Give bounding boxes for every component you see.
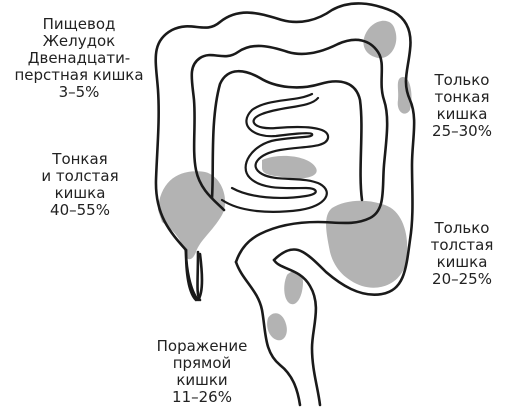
label-rectum-line-2: прямой bbox=[172, 354, 232, 372]
small-intestine bbox=[220, 92, 330, 213]
inner-arch bbox=[210, 69, 364, 202]
label-upper-gi-line-1: Пищевод bbox=[42, 15, 116, 33]
label-small-and-large-line-2: и толстая bbox=[41, 167, 119, 185]
label-upper-gi-line-4: перстная кишка bbox=[14, 66, 144, 84]
label-small-and-large-line-3: кишка bbox=[54, 184, 106, 202]
label-small-only: Только тонкая кишка 25–30% bbox=[412, 72, 510, 140]
label-small-only-line-2: тонкая bbox=[434, 88, 490, 106]
affected-region-rectum-2 bbox=[267, 313, 287, 341]
label-small-and-large: Тонкая и толстая кишка 40–55% bbox=[30, 151, 130, 219]
label-upper-gi-line-2: Желудок bbox=[42, 32, 116, 50]
affected-region-right-bulge bbox=[397, 77, 412, 114]
label-large-only-line-1: Только bbox=[434, 219, 490, 237]
intestine-outline bbox=[154, 2, 416, 407]
label-small-and-large-line-1: Тонкая bbox=[52, 150, 108, 168]
label-upper-gi-value: 3–5% bbox=[58, 83, 100, 101]
affected-region-lower-right bbox=[326, 200, 408, 288]
appendix bbox=[184, 248, 204, 302]
affected-region-upper-right bbox=[363, 20, 397, 59]
label-upper-gi: Пищевод Желудок Двенадцати- перстная киш… bbox=[4, 16, 154, 101]
label-large-only-value: 20–25% bbox=[432, 270, 492, 288]
rectum-inner bbox=[272, 258, 322, 407]
colon-inner-contour bbox=[190, 38, 389, 264]
label-rectum-line-1: Поражение bbox=[156, 337, 248, 355]
affected-regions bbox=[158, 20, 412, 341]
label-large-only-line-2: толстая bbox=[430, 236, 494, 254]
label-small-only-value: 25–30% bbox=[432, 122, 492, 140]
affected-region-small-loop bbox=[262, 155, 317, 179]
label-rectum-line-3: кишки bbox=[176, 371, 228, 389]
label-upper-gi-line-3: Двенадцати- bbox=[27, 49, 131, 67]
label-large-only-line-3: кишка bbox=[436, 253, 488, 271]
label-large-only: Только толстая кишка 20–25% bbox=[412, 220, 510, 288]
label-small-and-large-value: 40–55% bbox=[50, 201, 110, 219]
label-rectum: Поражение прямой кишки 11–26% bbox=[142, 338, 262, 406]
label-small-only-line-3: кишка bbox=[436, 105, 488, 123]
small-intestine-coil-inner bbox=[230, 92, 317, 200]
label-small-only-line-1: Только bbox=[434, 71, 490, 89]
affected-region-lower-left bbox=[158, 171, 226, 260]
affected-region-rectum-1 bbox=[284, 271, 303, 305]
label-rectum-value: 11–26% bbox=[172, 388, 232, 406]
rectum-outer bbox=[234, 260, 302, 407]
small-intestine-coil-outer bbox=[220, 96, 330, 213]
